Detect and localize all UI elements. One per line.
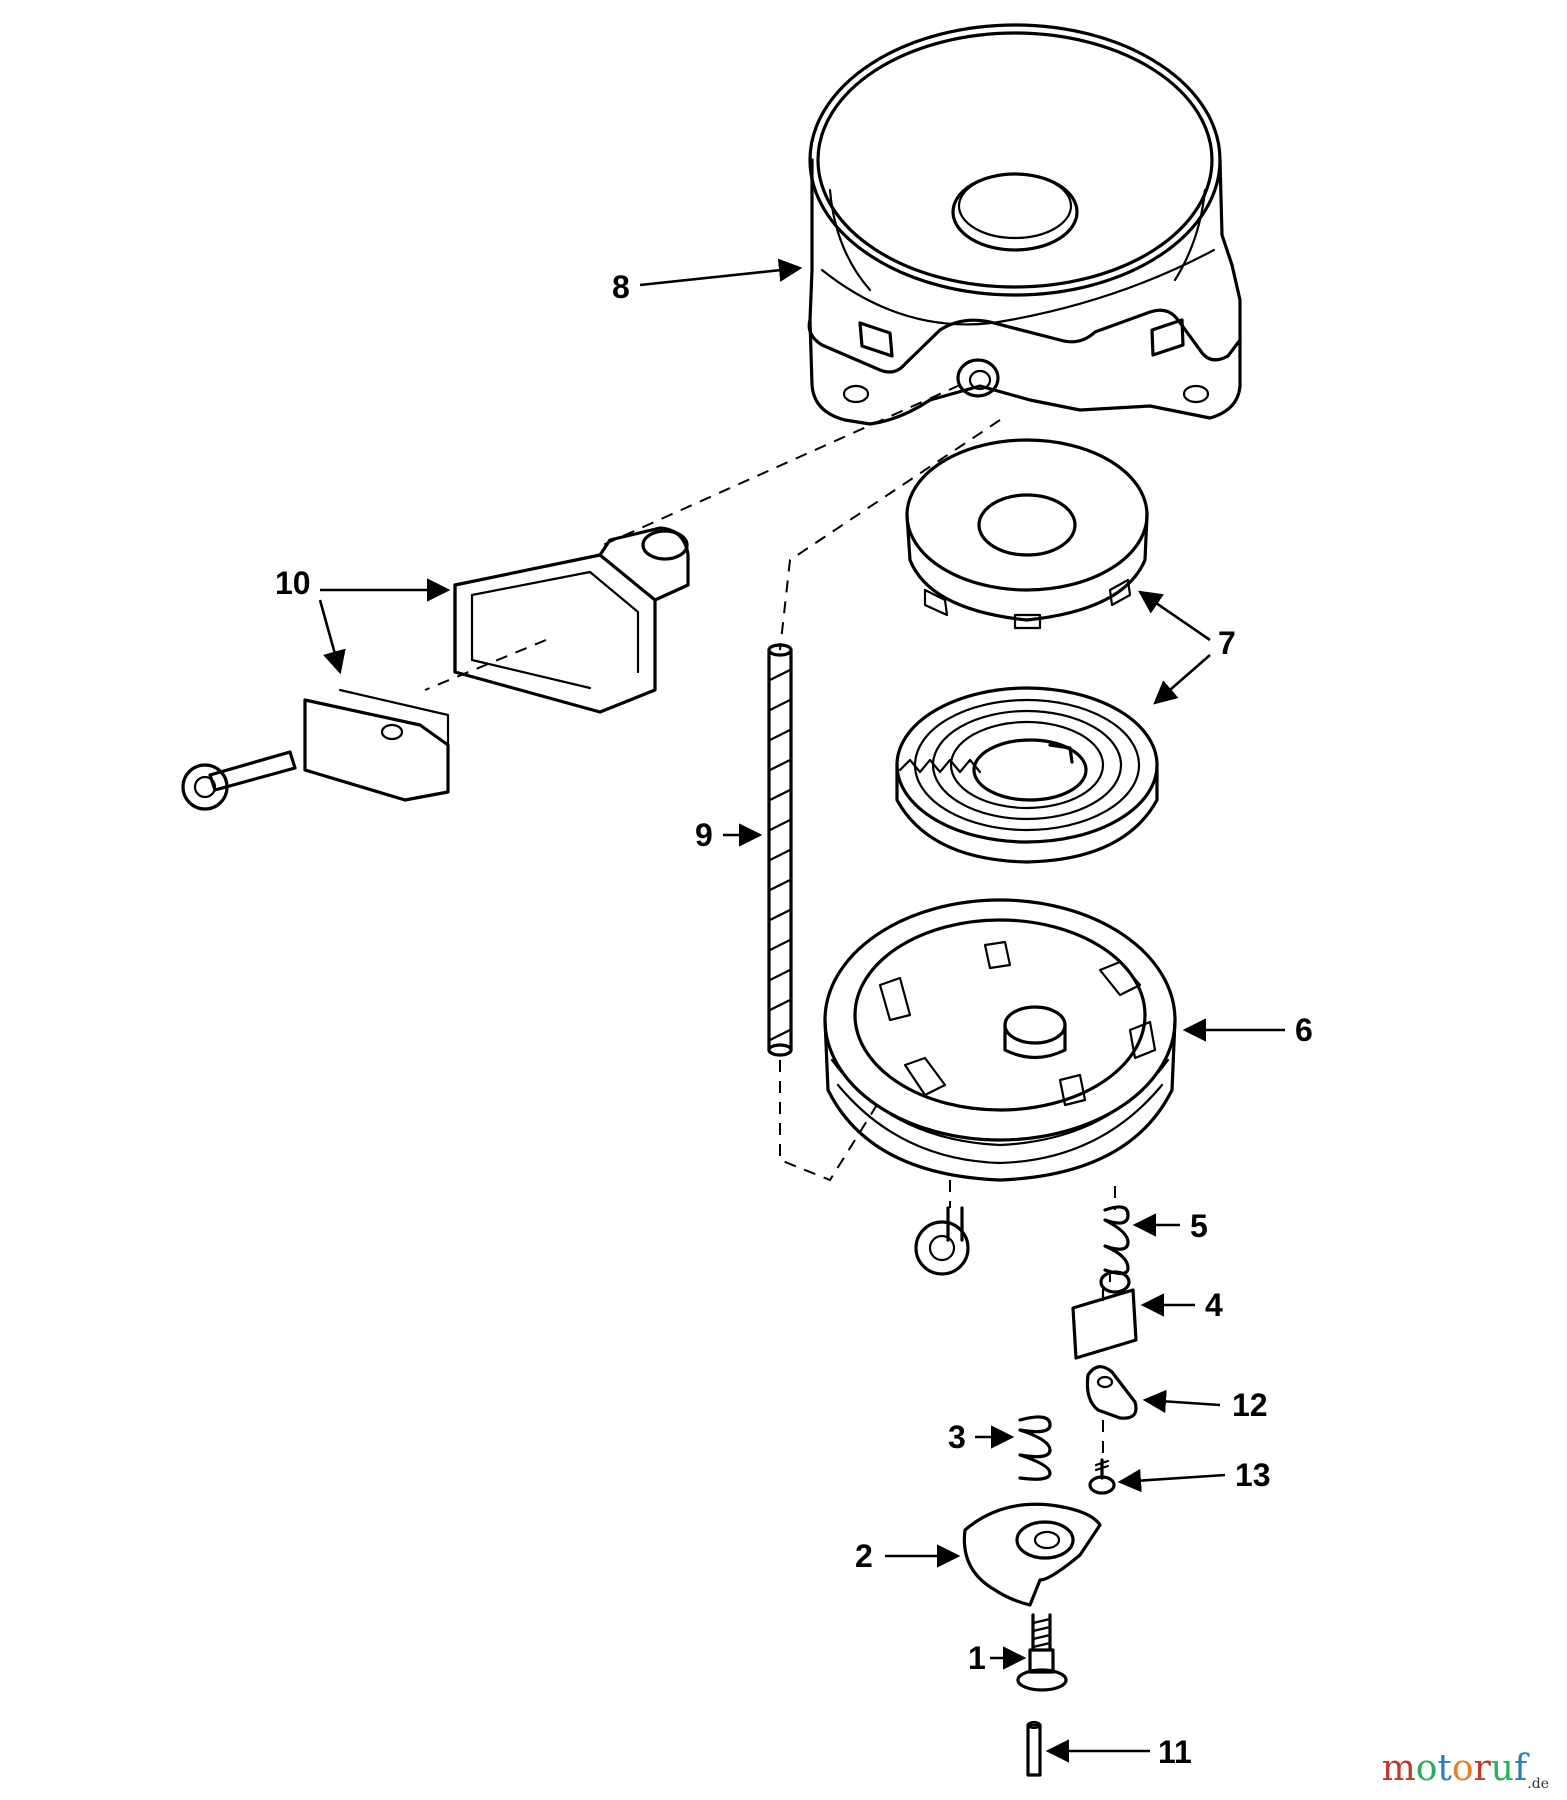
callout-3: 3	[948, 1419, 966, 1455]
starter-rope-part	[767, 643, 793, 1057]
roll-pin-part	[1026, 1720, 1042, 1777]
callout-arrows	[318, 258, 1285, 1763]
compression-spring-part	[1018, 1415, 1052, 1481]
rope-pulley-part	[823, 898, 1177, 1182]
recoil-spring-part	[895, 686, 1159, 864]
callout-2: 2	[855, 1538, 873, 1574]
pawl-spring-part	[1103, 1205, 1130, 1276]
callout-9: 9	[695, 817, 713, 853]
center-bolt-part	[914, 1206, 970, 1276]
callout-10: 10	[275, 565, 311, 601]
spring-cup-part	[905, 438, 1149, 630]
handle-part	[453, 526, 690, 714]
callout-11: 11	[1158, 1734, 1192, 1770]
small-screw-part	[1088, 1458, 1116, 1495]
callout-13: 13	[1235, 1457, 1271, 1493]
callout-12: 12	[1232, 1387, 1268, 1423]
brake-plate-part	[962, 1502, 1102, 1607]
handle-insert-part	[303, 688, 450, 802]
callout-1: 1	[968, 1640, 986, 1676]
starter-housing-part	[807, 23, 1242, 426]
link-plate-part	[1085, 1365, 1138, 1420]
callout-6: 6	[1295, 1012, 1313, 1048]
callout-7: 7	[1218, 625, 1236, 661]
callout-4: 4	[1205, 1287, 1223, 1323]
pawl-part	[1071, 1270, 1138, 1360]
watermark-suffix: .de	[1527, 1776, 1549, 1792]
watermark-logo: motoruf.de	[1381, 1747, 1549, 1792]
knot-screw-part	[181, 750, 297, 811]
callout-8: 8	[612, 269, 630, 305]
shoulder-screw-part	[1016, 1613, 1068, 1692]
callout-5: 5	[1190, 1208, 1208, 1244]
assembly-paths	[424, 384, 1116, 1460]
